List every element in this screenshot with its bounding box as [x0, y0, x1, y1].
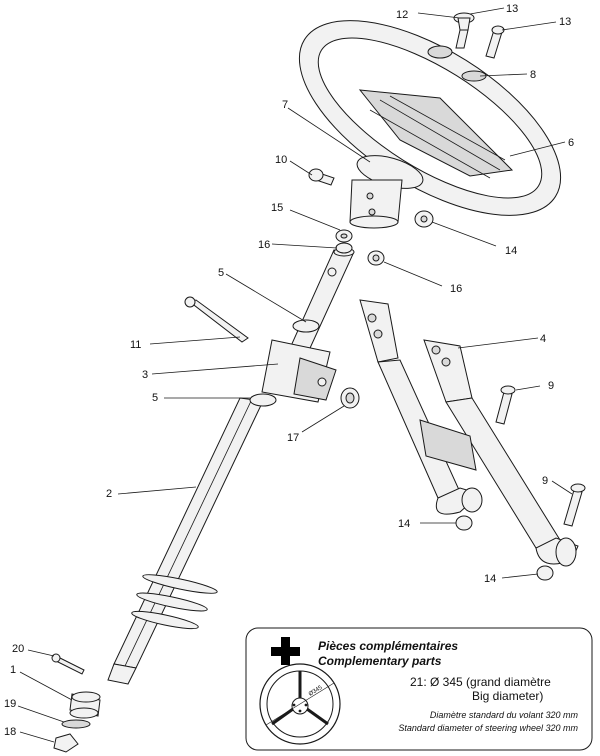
item-21-line1: 21: Ø 345 (grand diamètre — [410, 675, 551, 689]
callout-7: 7 — [282, 99, 288, 111]
support-frame — [359, 299, 579, 567]
nut-16-right — [367, 250, 385, 266]
steering-column — [107, 247, 355, 685]
callout-17: 17 — [287, 432, 299, 444]
callout-16-right: 16 — [450, 283, 462, 295]
callout-13-right: 13 — [559, 16, 571, 28]
callout-14-low: 14 — [484, 573, 496, 585]
complementary-title-fr: Pièces complémentaires — [318, 639, 458, 653]
item-21-line2: Big diameter) — [472, 689, 543, 703]
callout-18: 18 — [4, 726, 16, 738]
nut-16-left — [335, 242, 353, 254]
callout-9-lower: 9 — [542, 475, 548, 487]
screw-10 — [308, 168, 335, 186]
callout-13-top: 13 — [506, 3, 518, 15]
nut-17 — [340, 387, 360, 409]
callout-1: 1 — [10, 664, 16, 676]
callout-10: 10 — [275, 154, 287, 166]
leader-lines — [17, 7, 573, 743]
callout-5-upper: 5 — [218, 267, 224, 279]
callout-3: 3 — [142, 369, 148, 381]
pin-20 — [51, 653, 85, 675]
collar-upper — [292, 319, 320, 333]
callout-15: 15 — [271, 202, 283, 214]
nut-18 — [53, 733, 79, 753]
callout-4: 4 — [540, 333, 546, 345]
steering-wheel-icon: Ø345 — [259, 663, 341, 745]
callout-12: 12 — [396, 9, 408, 21]
washer-19 — [61, 719, 91, 729]
callout-9-upper: 9 — [548, 380, 554, 392]
nut-14-top — [414, 210, 434, 228]
pin-12 — [453, 12, 475, 49]
pin-13 — [485, 25, 505, 59]
screw-9-upper — [495, 385, 516, 425]
callout-14-mid: 14 — [398, 518, 410, 530]
callout-6: 6 — [568, 137, 574, 149]
callout-14-top: 14 — [505, 245, 517, 257]
note-standard-diameter-fr: Diamètre standard du volant 320 mm — [430, 710, 579, 720]
bearing-bracket — [261, 339, 337, 403]
callouts: 12 13 13 8 6 7 10 15 16 14 16 5 11 4 3 9… — [4, 3, 574, 738]
bolt-11 — [184, 296, 249, 343]
steering-wheel — [298, 20, 562, 216]
plus-icon — [271, 637, 300, 665]
washer-15 — [335, 229, 353, 243]
callout-5-lower: 5 — [152, 392, 158, 404]
screw-9-lower — [563, 483, 586, 527]
callout-2: 2 — [106, 488, 112, 500]
callout-8: 8 — [530, 69, 536, 81]
callout-19: 19 — [4, 698, 16, 710]
callout-20: 20 — [12, 643, 24, 655]
nut-14-mid — [455, 515, 473, 531]
complementary-title-en: Complementary parts — [318, 654, 442, 668]
note-standard-diameter-en: Standard diameter of steering wheel 320 … — [398, 723, 578, 733]
callout-16-left: 16 — [258, 239, 270, 251]
nut-14-low — [536, 565, 554, 581]
complementary-parts-box: Pièces complémentaires Complementary par… — [245, 627, 593, 751]
callout-11: 11 — [130, 339, 141, 351]
collar-lower — [249, 393, 277, 407]
bushing-1 — [69, 691, 101, 719]
hub-7 — [349, 155, 424, 229]
